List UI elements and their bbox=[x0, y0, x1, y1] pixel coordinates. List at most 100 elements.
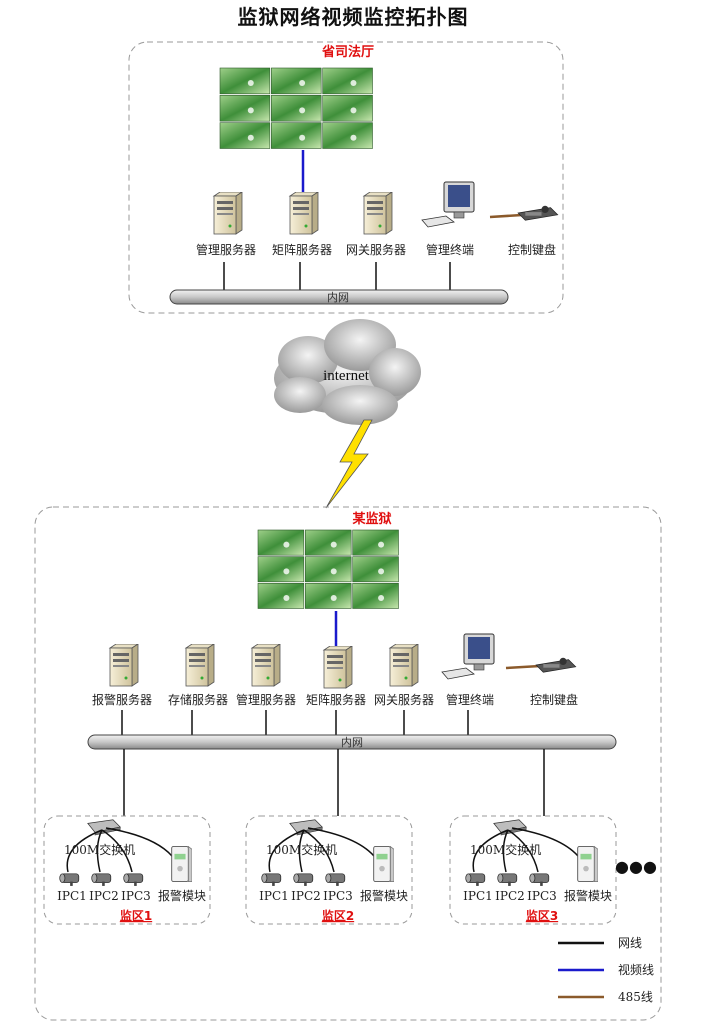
tile-highlight bbox=[283, 595, 290, 601]
gateway-server-icon bbox=[363, 192, 393, 235]
tile-highlight bbox=[283, 568, 290, 575]
prison-zone-title: 某监狱 bbox=[351, 511, 391, 527]
video-wall bbox=[219, 67, 373, 149]
video-wall-tile bbox=[271, 95, 322, 122]
video-wall-tile bbox=[271, 67, 322, 95]
video-wall-tile bbox=[257, 529, 305, 556]
alarm-module-icon bbox=[577, 845, 598, 883]
tile-highlight bbox=[378, 541, 385, 548]
ipc-camera-icon bbox=[529, 873, 550, 887]
switch-icon bbox=[493, 819, 527, 836]
ipc-camera-icon bbox=[325, 873, 346, 887]
management-terminal-label: 管理终端 bbox=[446, 692, 494, 707]
tile-highlight bbox=[350, 107, 357, 114]
camera-cable bbox=[472, 829, 509, 873]
alarm-module-label: 报警模块 bbox=[360, 888, 408, 903]
area-name: 监区3 bbox=[526, 908, 558, 923]
alarm-module-label: 报警模块 bbox=[158, 888, 206, 903]
ipc-label: IPC2 bbox=[291, 889, 321, 903]
camera-cable bbox=[298, 829, 305, 873]
ipc-label: IPC1 bbox=[463, 889, 493, 903]
ipc-camera-icon bbox=[497, 873, 518, 887]
ipc-label: IPC3 bbox=[323, 889, 353, 903]
ipc-camera-icon bbox=[293, 873, 314, 887]
control-keyboard-icon bbox=[535, 657, 577, 673]
camera-cable bbox=[66, 829, 103, 873]
video-wall-tile bbox=[257, 583, 305, 609]
area-name: 监区2 bbox=[322, 908, 354, 923]
matrix-server-icon bbox=[323, 646, 353, 689]
ipc-camera-icon bbox=[91, 873, 112, 887]
ipc-label: IPC2 bbox=[495, 889, 525, 903]
camera-cable bbox=[303, 829, 335, 873]
matrix-server-label: 矩阵服务器 bbox=[272, 242, 332, 257]
alarm-cable bbox=[105, 827, 173, 857]
intranet-bus bbox=[87, 734, 617, 750]
video-wall-tile bbox=[257, 556, 305, 583]
page-title: 监狱网络视频监控拓扑图 bbox=[238, 5, 469, 29]
video-wall-tile bbox=[271, 122, 322, 149]
control-keyboard-label: 控制键盘 bbox=[508, 242, 556, 257]
tile-highlight bbox=[299, 134, 306, 141]
tile-highlight bbox=[330, 568, 337, 575]
management-terminal-icon bbox=[441, 633, 495, 680]
ipc-label: IPC1 bbox=[57, 889, 87, 903]
tile-highlight bbox=[330, 595, 337, 601]
ipc-label: IPC3 bbox=[527, 889, 557, 903]
ipc-camera-icon bbox=[465, 873, 486, 887]
ipc-camera-icon bbox=[123, 873, 144, 887]
video-wall-tile bbox=[352, 529, 399, 556]
area-frame bbox=[449, 815, 617, 925]
video-wall-tile bbox=[219, 67, 271, 95]
management-terminal-label: 管理终端 bbox=[426, 242, 474, 257]
camera-cable bbox=[268, 829, 305, 873]
ipc-label: IPC3 bbox=[121, 889, 151, 903]
video-wall-tile bbox=[305, 583, 352, 609]
tile-highlight bbox=[330, 541, 337, 548]
area-frame bbox=[43, 815, 211, 925]
rs485-line bbox=[505, 664, 541, 670]
alarm-server-icon bbox=[109, 644, 139, 687]
tile-highlight bbox=[378, 595, 385, 601]
tile-highlight bbox=[299, 80, 306, 87]
control-keyboard-icon bbox=[517, 205, 559, 221]
switch-label: 100M交换机 bbox=[266, 842, 337, 857]
provincial-zone-title: 省司法厅 bbox=[321, 44, 374, 60]
more-areas-ellipsis: ●●● bbox=[615, 857, 657, 876]
ipc-camera-icon bbox=[59, 873, 80, 887]
gateway-server-label: 网关服务器 bbox=[374, 692, 434, 707]
management-server-label: 管理服务器 bbox=[196, 242, 256, 257]
alarm-cable bbox=[511, 827, 579, 857]
ipc-camera-icon bbox=[261, 873, 282, 887]
switch-icon bbox=[289, 819, 323, 836]
video-wall-tile bbox=[322, 122, 373, 149]
camera-cable bbox=[502, 829, 509, 873]
video-wall-tile bbox=[219, 122, 271, 149]
legend: 网线 视频线 485线 bbox=[558, 936, 654, 1004]
gateway-server-icon bbox=[389, 644, 419, 687]
alarm-cable bbox=[307, 827, 375, 857]
tile-highlight bbox=[247, 134, 254, 141]
alarm-module-icon bbox=[171, 845, 192, 883]
storage-server-icon bbox=[185, 644, 215, 687]
control-keyboard-label: 控制键盘 bbox=[530, 692, 578, 707]
management-server-icon bbox=[213, 192, 243, 235]
intranet-bus-label: 内网 bbox=[341, 735, 363, 749]
tile-highlight bbox=[350, 134, 357, 141]
video-wall-tile bbox=[352, 556, 399, 583]
intranet-bus-label: 内网 bbox=[327, 290, 349, 304]
video-wall-tile bbox=[322, 95, 373, 122]
legend-label-485: 485线 bbox=[618, 990, 653, 1004]
tile-highlight bbox=[283, 541, 290, 548]
area-uplinks bbox=[123, 749, 545, 816]
matrix-server-icon bbox=[289, 192, 319, 235]
internet-label: internet bbox=[323, 368, 370, 384]
network-drops bbox=[121, 710, 469, 735]
alarm-module-icon bbox=[373, 845, 394, 883]
video-wall-tile bbox=[305, 529, 352, 556]
video-wall bbox=[257, 529, 399, 609]
switch-icon bbox=[87, 819, 121, 836]
area-frame bbox=[245, 815, 413, 925]
tile-highlight bbox=[247, 107, 254, 114]
